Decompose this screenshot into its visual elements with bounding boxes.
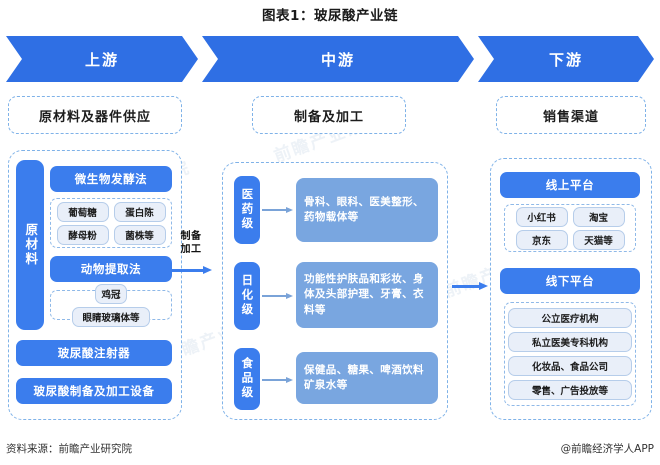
downstream-chipgroup-offline: 公立医疗机构 私立医美专科机构 化妆品、食品公司 零售、广告投放等 [504, 302, 636, 406]
upstream-chipgroup-animal: 鸡冠 眼睛玻璃体等 [50, 283, 172, 327]
chip-item[interactable]: 京东 [515, 229, 568, 250]
stage-chevron-midstream[interactable]: 中游 [202, 36, 474, 82]
source-note: 资料来源：前瞻产业研究院 [6, 443, 132, 455]
midstream-grade-daily[interactable]: 日化级 [234, 262, 260, 330]
midstream-grade-food-label: 食品级 [240, 357, 255, 401]
upstream-side-label-text: 原材料 [23, 223, 39, 267]
chip-item[interactable]: 零售、广告投放等 [508, 380, 632, 400]
chip-item[interactable]: 天猫等 [572, 229, 625, 250]
chip-item[interactable]: 化妆品、食品公司 [508, 356, 632, 376]
chip-item[interactable]: 私立医美专科机构 [508, 332, 632, 352]
column-heading-upstream-label: 原材料及器件供应 [38, 109, 151, 125]
column-heading-midstream: 制备及加工 [252, 96, 406, 134]
upstream-block-animal[interactable]: 动物提取法 [50, 256, 172, 282]
upstream-block-microbial[interactable]: 微生物发酵法 [50, 166, 172, 192]
stage-chevron-downstream[interactable]: 下游 [478, 36, 654, 82]
midstream-grade-medical-label: 医药级 [240, 188, 255, 232]
arrow-upstream-to-mid [172, 266, 212, 274]
column-heading-upstream: 原材料及器件供应 [8, 96, 182, 134]
upstream-side-label: 原材料 [16, 160, 44, 330]
upstream-block-microbial-label: 微生物发酵法 [74, 171, 148, 186]
stage-label-midstream: 中游 [320, 50, 355, 69]
connector-label-upstream-to-mid: 制备加工 [180, 231, 202, 255]
downstream-channel-offline[interactable]: 线下平台 [500, 268, 640, 294]
midstream-desc-daily: 功能性护肤品和彩妆、身体及头部护理、牙膏、衣料等 [296, 262, 438, 328]
midstream-desc-daily-text: 功能性护肤品和彩妆、身体及头部护理、牙膏、衣料等 [304, 273, 424, 316]
stage-label-upstream: 上游 [84, 50, 119, 69]
arrow-grade-medical [262, 206, 294, 214]
upstream-extra-equipment-label: 玻尿酸制备及加工设备 [33, 383, 155, 398]
column-heading-downstream: 销售渠道 [496, 96, 646, 134]
chip-item[interactable]: 淘宝 [572, 206, 625, 227]
column-heading-downstream-label: 销售渠道 [542, 109, 599, 125]
chip-item[interactable]: 公立医疗机构 [508, 308, 632, 328]
upstream-extra-equipment[interactable]: 玻尿酸制备及加工设备 [16, 378, 172, 404]
midstream-desc-medical: 骨科、眼科、医美整形、药物载体等 [296, 178, 438, 242]
downstream-chipgroup-online: 小红书 淘宝 京东 天猫等 [504, 204, 636, 252]
column-heading-midstream-label: 制备及加工 [293, 109, 364, 125]
chip-item[interactable]: 眼睛玻璃体等 [72, 306, 150, 327]
arrow-grade-food [262, 376, 294, 384]
stage-chevron-bar: 上游 中游 下游 [6, 36, 654, 82]
upstream-extra-injector[interactable]: 玻尿酸注射器 [16, 340, 172, 366]
downstream-channel-offline-label: 线下平台 [545, 273, 595, 288]
upstream-block-animal-label: 动物提取法 [80, 261, 142, 276]
chip-item[interactable]: 小红书 [515, 206, 568, 227]
chip-item[interactable]: 鸡冠 [95, 283, 127, 304]
midstream-grade-food[interactable]: 食品级 [234, 348, 260, 410]
arrow-mid-to-downstream [452, 282, 488, 290]
midstream-desc-food: 保健品、糖果、啤酒饮料矿泉水等 [296, 352, 438, 404]
upstream-extra-injector-label: 玻尿酸注射器 [57, 345, 131, 360]
stage-chevron-upstream[interactable]: 上游 [6, 36, 198, 82]
midstream-desc-food-text: 保健品、糖果、啤酒饮料矿泉水等 [304, 363, 424, 391]
chip-item[interactable]: 酵母粉 [56, 224, 109, 245]
stage-label-downstream: 下游 [548, 50, 583, 69]
midstream-desc-medical-text: 骨科、眼科、医美整形、药物载体等 [304, 195, 424, 223]
arrow-grade-daily [262, 292, 294, 300]
downstream-channel-online-label: 线上平台 [545, 177, 595, 192]
chip-item[interactable]: 葡萄糖 [56, 201, 109, 222]
brand-note: @前瞻经济学人APP [560, 443, 654, 455]
chip-item[interactable]: 菌株等 [113, 224, 166, 245]
midstream-grade-daily-label: 日化级 [240, 274, 255, 318]
midstream-grade-medical[interactable]: 医药级 [234, 176, 260, 244]
chip-item[interactable]: 蛋白陈 [113, 201, 166, 222]
page-title: 图表1：玻尿酸产业链 [262, 8, 398, 24]
upstream-chipgroup-microbial: 葡萄糖 蛋白陈 酵母粉 菌株等 [50, 198, 172, 248]
downstream-channel-online[interactable]: 线上平台 [500, 172, 640, 198]
